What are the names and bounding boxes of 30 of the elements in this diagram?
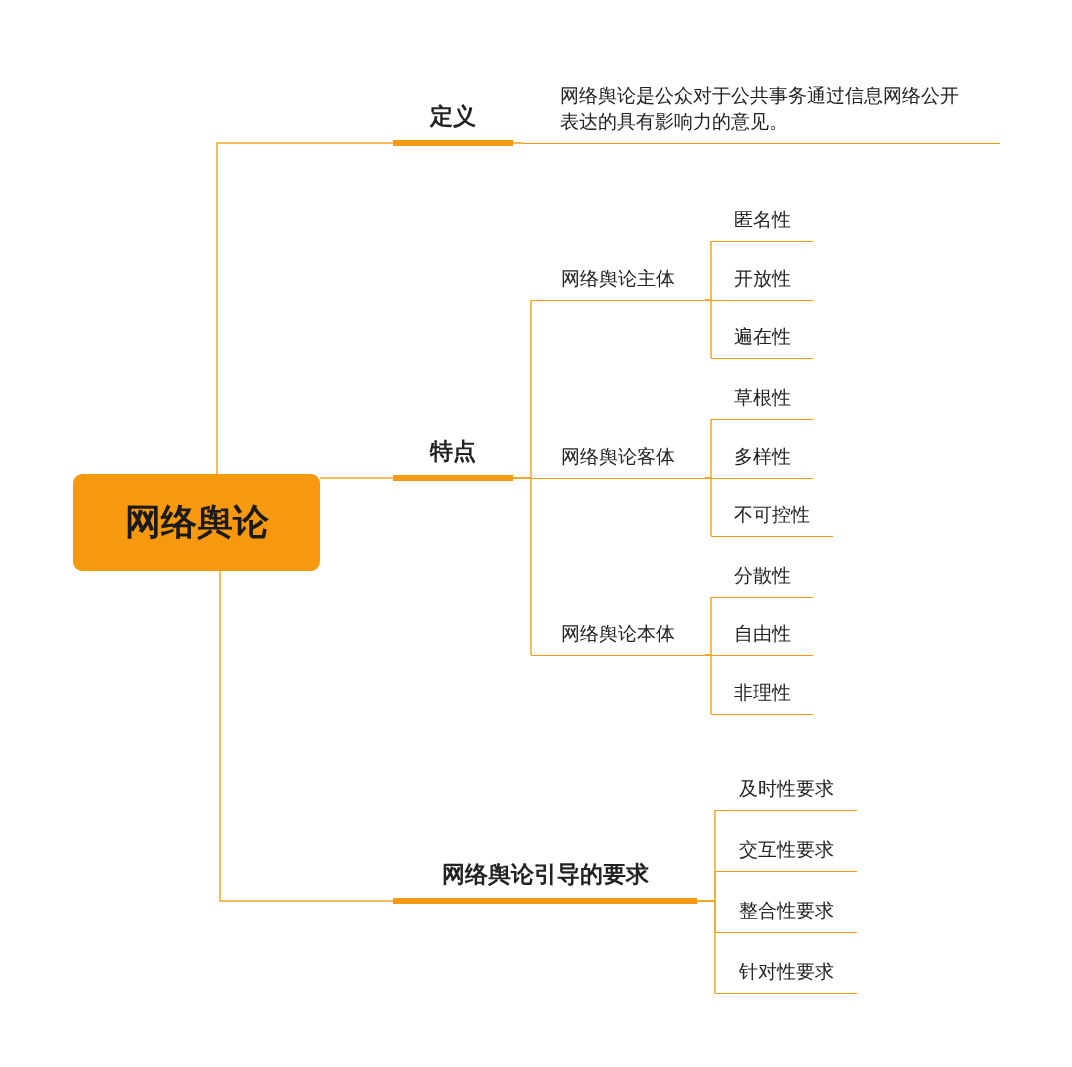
branch-label: 网络舆论引导的要求 [393,848,697,904]
branch-label: 开放性 [711,256,813,301]
branch-label: 多样性 [711,434,813,479]
connector-line [512,477,532,656]
connector-line [704,477,712,537]
branch-label: 整合性要求 [715,888,857,933]
connector-line [219,570,394,902]
branch-label: 交互性要求 [715,827,857,872]
branch-label: 不可控性 [711,492,833,537]
branch-label: 自由性 [711,611,813,656]
connector-line [319,477,394,479]
connector-line [704,654,712,715]
branch-label: 针对性要求 [715,949,857,994]
branch-label: 匿名性 [711,197,813,242]
topic-box: 网络舆论 [73,474,320,571]
branch-label: 草根性 [711,375,813,420]
branch-label: 分散性 [711,553,813,598]
branch-label: 网络舆论是公众对于公共事务通过信息网络公开表达的具有影响力的意见。 [523,71,1000,144]
connector-line [216,142,394,475]
branch-label: 网络舆论客体 [531,434,705,479]
branch-label: 定义 [393,90,513,146]
branch-label: 及时性要求 [715,766,857,811]
branch-label: 特点 [393,425,513,481]
connector-line [696,900,716,994]
connector-line [512,142,524,144]
branch-label: 网络舆论本体 [531,611,705,656]
branch-label: 非理性 [711,670,813,715]
branch-label: 网络舆论主体 [531,256,705,301]
branch-label: 遍在性 [711,314,813,359]
connector-line [704,299,712,359]
